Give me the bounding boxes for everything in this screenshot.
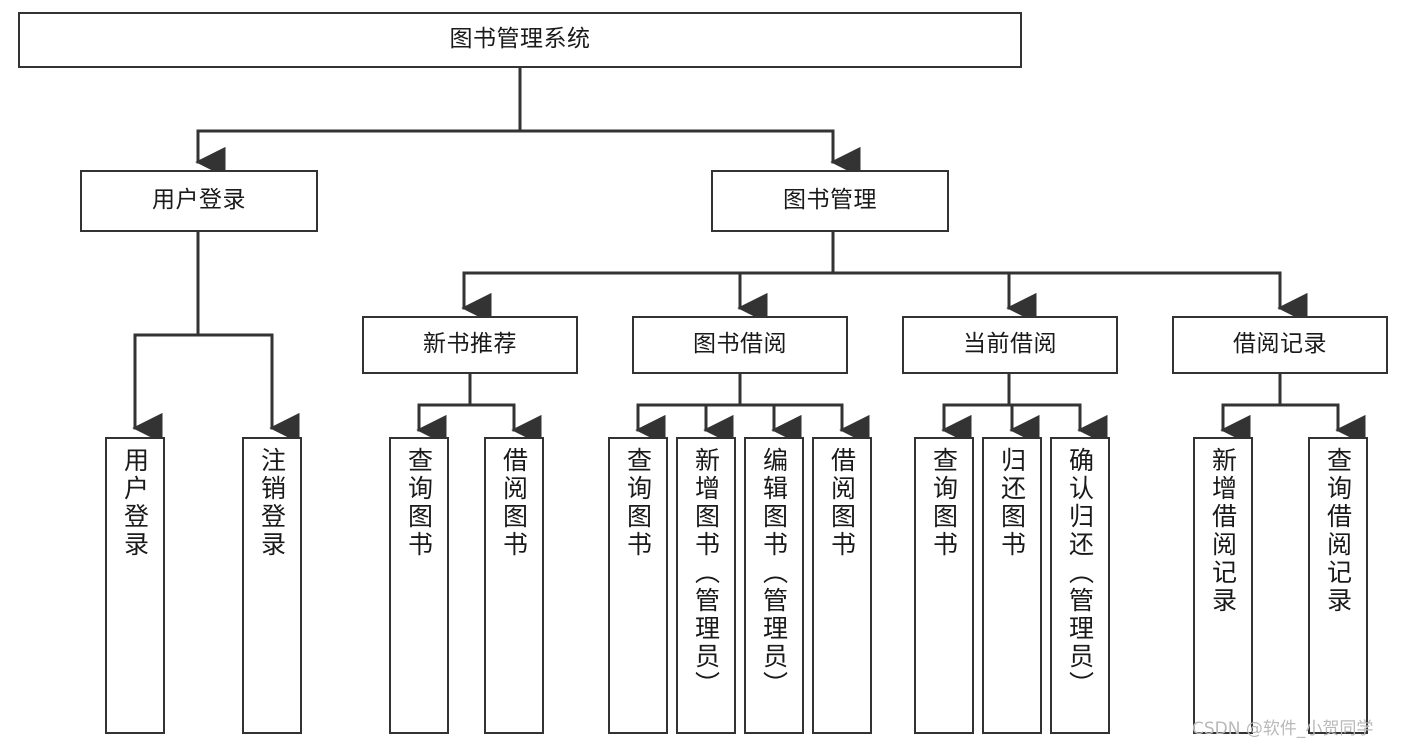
node-user-login[interactable]: 用户登录 xyxy=(80,170,318,232)
leaf-current-borrow-return-book[interactable]: 归还图书 xyxy=(982,437,1042,734)
node-label: 归还图书 xyxy=(997,447,1027,559)
node-label: 确认归还（管理员） xyxy=(1065,447,1095,699)
leaf-book-borrow-query-book[interactable]: 查询图书 xyxy=(608,437,668,734)
node-borrow-record[interactable]: 借阅记录 xyxy=(1172,316,1388,374)
leaf-user-login-login[interactable]: 用户登录 xyxy=(105,437,165,734)
node-label: 图书借阅 xyxy=(693,331,787,358)
node-label: 查询图书 xyxy=(929,447,959,559)
leaf-new-book-borrow-book[interactable]: 借阅图书 xyxy=(484,437,544,734)
node-label: 用户登录 xyxy=(120,447,150,559)
node-label: 借阅图书 xyxy=(827,447,857,559)
node-label: 图书管理系统 xyxy=(449,26,591,53)
node-label: 编辑图书（管理员） xyxy=(759,447,789,699)
leaf-borrow-record-add-record[interactable]: 新增借阅记录 xyxy=(1193,437,1253,734)
node-current-borrow[interactable]: 当前借阅 xyxy=(902,316,1118,374)
node-label: 新增图书（管理员） xyxy=(691,447,721,699)
leaf-new-book-query-book[interactable]: 查询图书 xyxy=(389,437,449,734)
node-root-book-management-system[interactable]: 图书管理系统 xyxy=(18,12,1022,68)
node-label: 查询图书 xyxy=(404,447,434,559)
node-book-management[interactable]: 图书管理 xyxy=(711,170,949,232)
csdn-watermark: CSDN @软件_小贺同学 xyxy=(1192,719,1374,739)
node-label: 借阅图书 xyxy=(499,447,529,559)
node-label: 图书管理 xyxy=(783,187,877,214)
node-label: 借阅记录 xyxy=(1233,331,1327,358)
leaf-borrow-record-query-record[interactable]: 查询借阅记录 xyxy=(1308,437,1368,734)
node-label: 新书推荐 xyxy=(423,331,517,358)
node-label: 注销登录 xyxy=(257,447,287,559)
node-book-borrow[interactable]: 图书借阅 xyxy=(632,316,848,374)
node-new-book-recommend[interactable]: 新书推荐 xyxy=(362,316,578,374)
leaf-current-borrow-confirm-return-admin[interactable]: 确认归还（管理员） xyxy=(1050,437,1110,734)
leaf-current-borrow-query-book[interactable]: 查询图书 xyxy=(914,437,974,734)
node-label: 查询借阅记录 xyxy=(1323,447,1353,615)
leaf-book-borrow-borrow-book[interactable]: 借阅图书 xyxy=(812,437,872,734)
node-label: 新增借阅记录 xyxy=(1208,447,1238,615)
node-label: 当前借阅 xyxy=(963,331,1057,358)
leaf-user-login-logout[interactable]: 注销登录 xyxy=(242,437,302,734)
leaf-book-borrow-edit-book-admin[interactable]: 编辑图书（管理员） xyxy=(744,437,804,734)
node-label: 查询图书 xyxy=(623,447,653,559)
leaf-book-borrow-add-book-admin[interactable]: 新增图书（管理员） xyxy=(676,437,736,734)
node-label: 用户登录 xyxy=(152,187,246,214)
